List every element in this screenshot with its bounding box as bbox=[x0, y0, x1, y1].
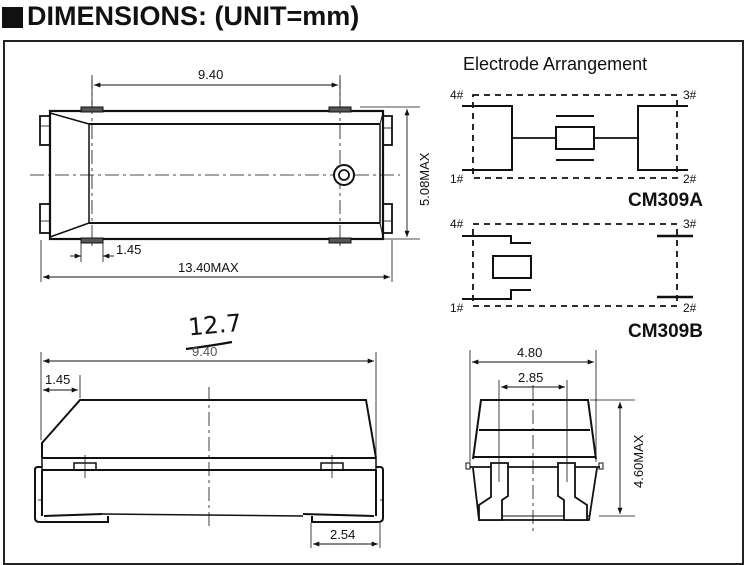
dim-terminal-length: 2.54 bbox=[330, 527, 355, 542]
black-square-icon bbox=[2, 7, 23, 28]
dim-pad-width: 1.45 bbox=[116, 242, 141, 257]
electrode-heading: Electrode Arrangement bbox=[463, 54, 647, 74]
dim-chamfer: 1.45 bbox=[45, 372, 70, 387]
pin-1-label: 1# bbox=[450, 172, 464, 186]
pin-4-label-b: 4# bbox=[450, 217, 464, 231]
model-cm309b: CM309B bbox=[628, 321, 703, 342]
handwritten-correction: 12.7 bbox=[187, 309, 243, 342]
electrode-diagram-cm309b bbox=[462, 223, 693, 307]
dim-end-height: 4.60MAX bbox=[631, 434, 646, 488]
side-view bbox=[34, 340, 384, 548]
pin-3-label-b: 3# bbox=[683, 217, 697, 231]
dim-struck-value: 9.40 bbox=[192, 344, 217, 359]
pin-3-label: 3# bbox=[683, 88, 697, 102]
dim-pad-spacing: 2.85 bbox=[518, 370, 543, 385]
dim-overall-length: 13.40MAX bbox=[178, 260, 239, 275]
dim-pad-pitch: 9.40 bbox=[198, 67, 223, 82]
title-text: DIMENSIONS: (UNIT=mm) bbox=[27, 1, 360, 31]
pin-2-label-b: 2# bbox=[683, 301, 697, 315]
drawing-frame bbox=[3, 40, 744, 565]
page-title: DIMENSIONS: (UNIT=mm) bbox=[2, 1, 359, 32]
dim-end-width: 4.80 bbox=[517, 345, 542, 360]
top-view bbox=[30, 75, 420, 282]
pin-4-label: 4# bbox=[450, 88, 464, 102]
model-cm309a: CM309A bbox=[628, 190, 703, 211]
dim-overall-width: 5.08MAX bbox=[417, 152, 432, 206]
pin-1-label-b: 1# bbox=[450, 301, 464, 315]
electrode-diagram-cm309a bbox=[462, 94, 688, 179]
end-view bbox=[465, 350, 635, 532]
pin-2-label: 2# bbox=[683, 172, 697, 186]
